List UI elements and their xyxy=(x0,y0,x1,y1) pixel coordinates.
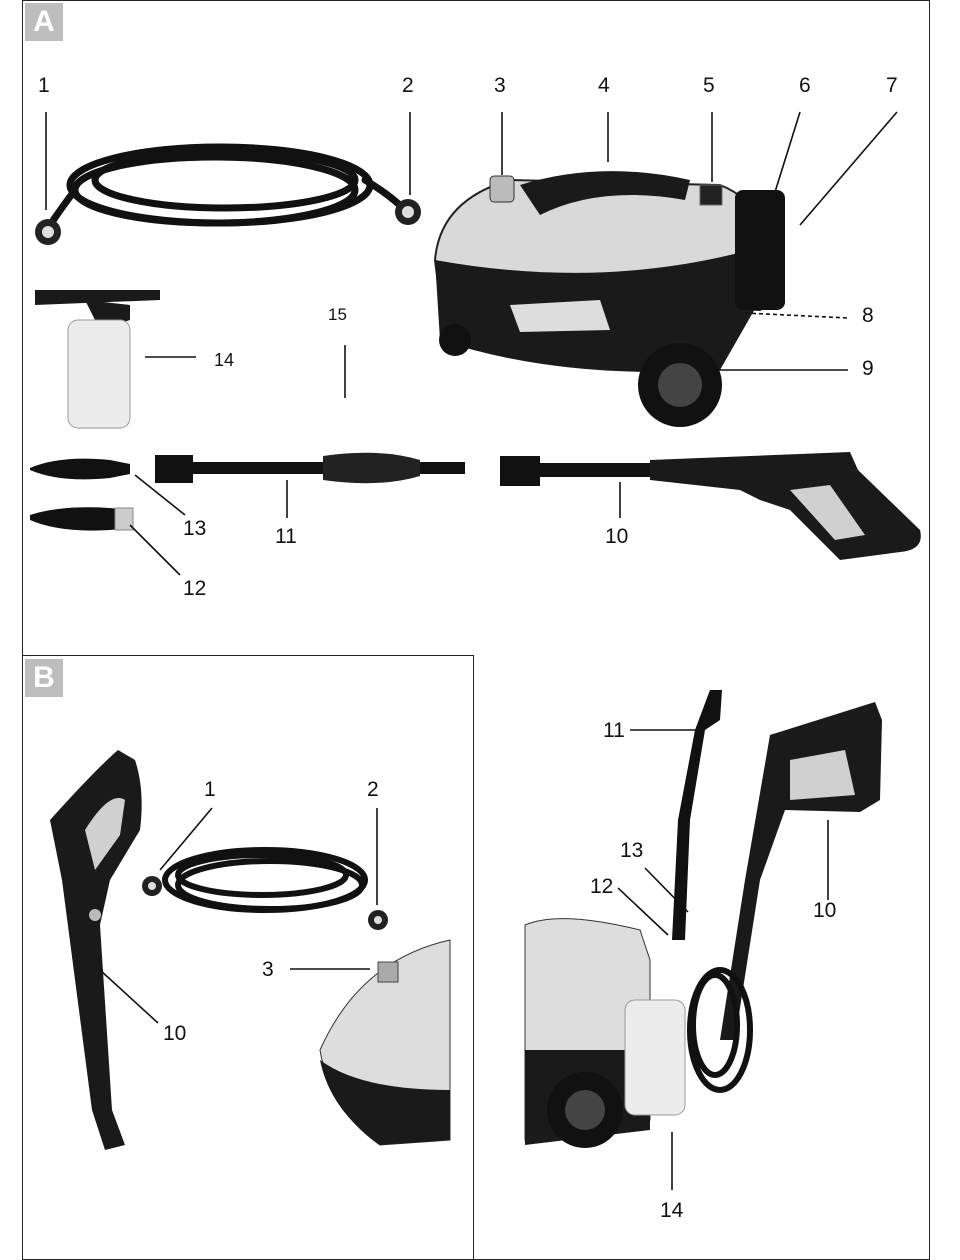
adjustable-nozzle xyxy=(30,507,134,531)
pressure-washer-stored xyxy=(524,918,686,1148)
callout-a-11: 11 xyxy=(275,525,297,548)
callout-a-12: 12 xyxy=(183,577,206,600)
spray-lance xyxy=(155,452,465,484)
callout-b-left-2: 2 xyxy=(367,778,379,801)
trigger-gun xyxy=(500,452,921,560)
callout-a-5: 5 xyxy=(703,74,715,97)
trigger-gun-b xyxy=(50,750,142,1150)
callout-b-right-13: 13 xyxy=(620,839,643,862)
callout-a-10: 10 xyxy=(605,525,628,548)
callout-a-6: 6 xyxy=(799,74,811,97)
callout-a-15: 15 xyxy=(328,305,347,324)
callout-a-3: 3 xyxy=(494,74,506,97)
callout-b-left-3: 3 xyxy=(262,958,274,981)
callout-labels-b-left: 1 2 3 10 xyxy=(163,778,379,1045)
callout-b-left-1: 1 xyxy=(204,778,216,801)
hose-coil-stored xyxy=(687,967,753,1093)
callout-a-4: 4 xyxy=(598,74,610,97)
callout-a-9: 9 xyxy=(862,357,874,380)
section-a-badge: A xyxy=(25,3,63,41)
callout-labels-a: 1 2 3 4 5 6 7 8 9 10 11 12 13 14 15 xyxy=(38,74,898,600)
section-b-badge: B xyxy=(25,659,63,697)
callout-leaders-a xyxy=(45,111,898,576)
callout-a-8: 8 xyxy=(862,304,874,327)
pressure-washer-partial-b xyxy=(319,939,451,1146)
callout-labels-b-right: 11 13 12 10 14 xyxy=(590,719,836,1222)
callout-b-left-10: 10 xyxy=(163,1022,186,1045)
callout-leaders-b-right xyxy=(617,729,829,1190)
callout-a-7: 7 xyxy=(886,74,898,97)
trigger-gun-stored xyxy=(720,702,882,1040)
callout-b-right-11: 11 xyxy=(603,719,625,742)
callout-b-right-12: 12 xyxy=(590,875,613,898)
callout-a-14: 14 xyxy=(214,350,234,370)
hose-connector-1 xyxy=(35,219,61,245)
spray-lance-stored xyxy=(672,690,722,940)
callout-a-1: 1 xyxy=(38,74,50,97)
high-pressure-hose xyxy=(46,143,409,229)
callout-a-13: 13 xyxy=(183,517,206,540)
callout-leaders-b-left xyxy=(99,807,378,1024)
high-pressure-hose-b xyxy=(162,847,368,913)
callout-b-right-14: 14 xyxy=(660,1199,684,1222)
hose-connector-2 xyxy=(395,199,421,225)
foam-bottle xyxy=(35,290,160,429)
rotating-nozzle xyxy=(30,458,130,480)
callout-b-right-10: 10 xyxy=(813,899,836,922)
callout-a-2: 2 xyxy=(402,74,414,97)
pressure-washer-body xyxy=(433,171,785,427)
